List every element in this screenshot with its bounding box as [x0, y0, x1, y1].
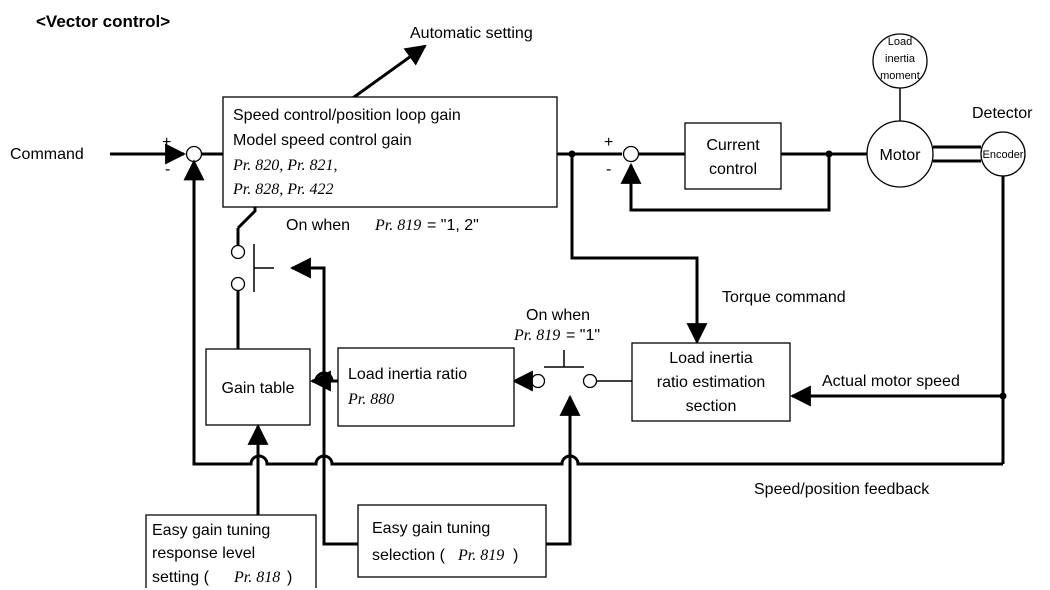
selection-param: Pr. 819 [457, 547, 504, 564]
response-line1: Easy gain tuning [152, 522, 270, 539]
switch-upper-param: Pr. 819 [374, 217, 421, 234]
actual-motor-speed-label: Actual motor speed [822, 373, 960, 390]
response-line2: response level [152, 545, 255, 562]
response-param: Pr. 818 [233, 569, 280, 586]
summing-junction-current [622, 145, 640, 163]
load-inertia-estimation-block [631, 342, 791, 422]
switch-lower-line1: On when [526, 307, 590, 324]
automatic-setting-label: Automatic setting [410, 25, 533, 42]
summing-plus-2: + [604, 134, 613, 151]
summing-plus-1: + [162, 134, 171, 151]
current-control-block [684, 122, 782, 190]
speed-block-params1: Pr. 820, Pr. 821, [232, 157, 337, 174]
switch-lower-param: Pr. 819 [513, 327, 560, 344]
easy-gain-tuning-selection-block [357, 504, 547, 578]
switch-upper-suffix: = "1, 2" [427, 217, 479, 234]
gain-table-block [205, 348, 311, 426]
estimation-line3: section [686, 398, 737, 415]
command-label: Command [10, 146, 84, 163]
wire-switch-to-speed-block [236, 207, 257, 230]
switch-lower-contact-left [530, 373, 546, 389]
switch-upper-contact-top [230, 244, 246, 260]
speed-block-line1: Speed control/position loop gain [233, 107, 461, 124]
current-block-line1: Current [706, 137, 760, 154]
torque-command-arrow [570, 154, 708, 345]
switch-upper-contact-bottom [230, 276, 246, 292]
torque-command-label: Torque command [722, 289, 846, 306]
switch-lower-contact-right [582, 373, 598, 389]
diagram-title: <Vector control> [36, 12, 170, 31]
motor-label: Motor [880, 147, 922, 164]
easy-gain-tuning-response-block [145, 514, 317, 588]
switch-upper-prefix: On when [286, 217, 350, 234]
gain-table-label: Gain table [222, 380, 295, 397]
response-prefix: setting ( [152, 569, 210, 586]
automatic-setting-arrow [349, 44, 427, 102]
selection-to-lower-switch [546, 394, 581, 546]
ratio-param: Pr. 880 [347, 391, 394, 408]
ratio-line1: Load inertia ratio [348, 366, 467, 383]
switch-lower-suffix: = "1" [566, 327, 600, 344]
detector-label: Detector [972, 105, 1033, 122]
inertia-line2: inertia [885, 53, 916, 65]
speed-position-feedback-label: Speed/position feedback [754, 481, 930, 498]
speed-block-line2: Model speed control gain [233, 132, 412, 149]
encoder-label: Encoder [983, 149, 1024, 161]
summing-minus-2: - [606, 161, 611, 178]
inertia-line3: moment [880, 70, 920, 82]
current-feedback-loop [620, 154, 831, 212]
summing-junction-speed [185, 145, 203, 163]
estimation-line2: ratio estimation [657, 374, 766, 391]
response-suffix: ) [287, 569, 292, 586]
selection-line1: Easy gain tuning [372, 520, 490, 537]
estimation-line1: Load inertia [669, 350, 753, 367]
speed-control-block [222, 96, 558, 208]
selection-to-upper-switch [289, 257, 358, 546]
current-block-line2: control [709, 161, 757, 178]
selection-suffix: ) [513, 547, 518, 564]
inertia-line1: Load [888, 36, 912, 48]
load-inertia-moment-circle [872, 33, 928, 89]
selection-prefix: selection ( [372, 547, 446, 564]
speed-block-params2: Pr. 828, Pr. 422 [232, 181, 333, 198]
summing-minus-1: - [165, 161, 170, 178]
load-inertia-ratio-block [337, 347, 515, 427]
